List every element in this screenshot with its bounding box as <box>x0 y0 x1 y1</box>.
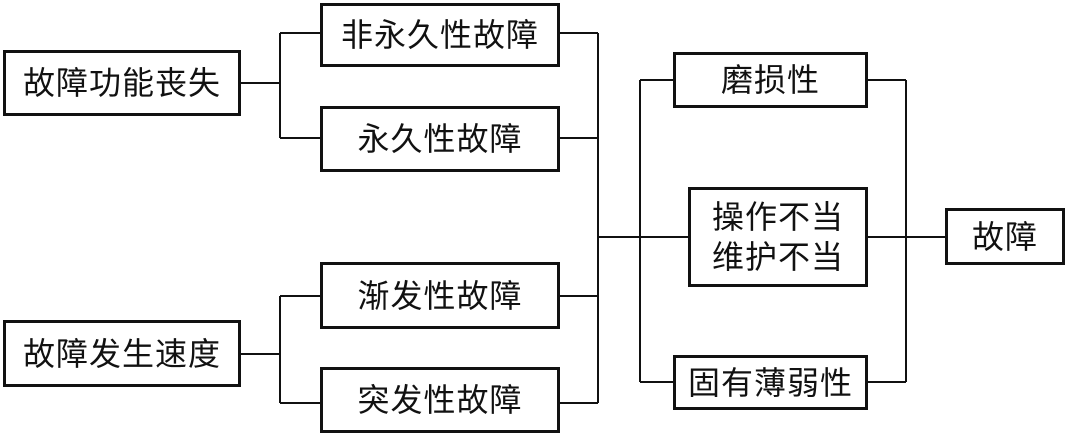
node-permanent: 永久性故障 <box>320 106 560 172</box>
connector-occurrence-speed <box>241 295 320 404</box>
node-occurrence-speed-label: 故障发生速度 <box>22 334 221 373</box>
node-gradual: 渐发性故障 <box>320 262 560 329</box>
node-wear-label: 磨损性 <box>720 61 820 99</box>
node-improper: 操作不当 维护不当 <box>688 187 868 287</box>
node-sudden: 突发性故障 <box>320 367 560 433</box>
node-non-permanent: 非永久性故障 <box>320 3 560 67</box>
node-sudden-label: 突发性故障 <box>357 381 523 419</box>
node-improper-line1: 操作不当 <box>711 198 844 236</box>
node-permanent-label: 永久性故障 <box>357 120 523 158</box>
node-fault-label: 故障 <box>971 217 1038 256</box>
node-occurrence-speed: 故障发生速度 <box>3 320 241 387</box>
node-fault: 故障 <box>945 208 1065 265</box>
node-loss-of-function: 故障功能丧失 <box>3 50 241 116</box>
node-wear: 磨损性 <box>673 52 868 108</box>
node-improper-line2: 维护不当 <box>711 238 844 276</box>
node-loss-of-function-label: 故障功能丧失 <box>22 64 221 102</box>
node-inherent-weakness-label: 固有薄弱性 <box>687 363 853 402</box>
node-gradual-label: 渐发性故障 <box>357 276 523 315</box>
node-inherent-weakness: 固有薄弱性 <box>673 355 868 410</box>
connector-right-bracket <box>868 79 945 383</box>
connector-left-bracket <box>639 79 673 383</box>
connector-causes-bus <box>560 32 599 404</box>
node-non-permanent-label: 非永久性故障 <box>340 16 539 54</box>
connector-loss-of-function <box>241 32 320 139</box>
